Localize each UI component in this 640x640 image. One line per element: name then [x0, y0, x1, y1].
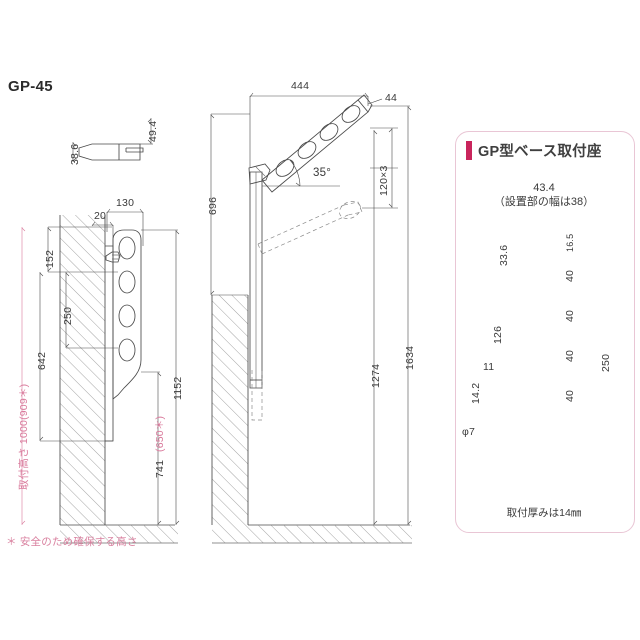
dim-base-pitch-2: 40	[564, 309, 576, 322]
dim-base-pitch-top: 16.5	[565, 233, 575, 252]
middle-view-geometry	[210, 92, 412, 544]
dim-left-clear-height-alt: (650＊)	[154, 415, 166, 452]
left-view-geometry	[21, 208, 180, 544]
dim-base-pitch-3: 40	[564, 349, 576, 362]
safety-footnote: ＊ 安全のため確保する高さ	[6, 536, 138, 548]
panel-footer-note: 取付厚みは14㎜	[506, 507, 582, 519]
dim-base-overall: 250	[600, 353, 612, 372]
panel-subtitle-width: 43.4	[533, 182, 555, 194]
detail-cross-section-geometry	[72, 118, 153, 162]
panel-title: GP型ベース取付座	[478, 144, 602, 160]
dim-detail-height: 49.4	[147, 120, 159, 142]
panel-accent-bar	[466, 141, 472, 160]
dim-left-depth-total: 130	[116, 197, 135, 209]
dim-base-left-mid: 126	[492, 325, 504, 344]
base-mount-panel	[455, 131, 635, 533]
dim-left-hole-pitch: 250	[62, 306, 74, 325]
dim-base-pitch-1: 40	[564, 269, 576, 282]
panel-subtitle-note: （設置部の幅は38）	[493, 196, 595, 208]
page-title: GP-45	[8, 78, 53, 95]
dim-left-depth-offset: 20	[94, 210, 107, 222]
dim-mid-hole-pitch: 120×3	[378, 165, 390, 197]
dim-left-clear-height: 741	[154, 459, 166, 478]
dim-left-top-to-first: 152	[44, 249, 56, 268]
dim-mid-reach: 444	[291, 80, 310, 92]
dim-mid-floor-to-arm: 1274	[370, 363, 382, 388]
dim-base-detail-width: 11	[483, 361, 495, 373]
dim-base-pitch-4: 40	[564, 389, 576, 402]
dim-mid-angle: 35°	[313, 167, 331, 179]
dim-left-mount-to-arm-end: 642	[36, 351, 48, 370]
dim-left-mount-height-label: 取付高さ 1000(909＊)	[18, 383, 30, 490]
dim-base-detail-height: 14.2	[470, 382, 482, 404]
dim-detail-width: 38.6	[69, 143, 81, 165]
dim-mid-tip: 44	[385, 92, 398, 104]
dim-mid-floor-to-top: 1634	[404, 345, 416, 370]
dim-mid-arm-top-height: 696	[207, 196, 219, 215]
panel-header: GP型ベース取付座	[466, 140, 602, 161]
dim-base-left-top: 33.6	[498, 244, 510, 266]
dim-base-hole-dia: φ7	[462, 426, 476, 438]
dim-left-overall-height: 1152	[172, 376, 184, 400]
